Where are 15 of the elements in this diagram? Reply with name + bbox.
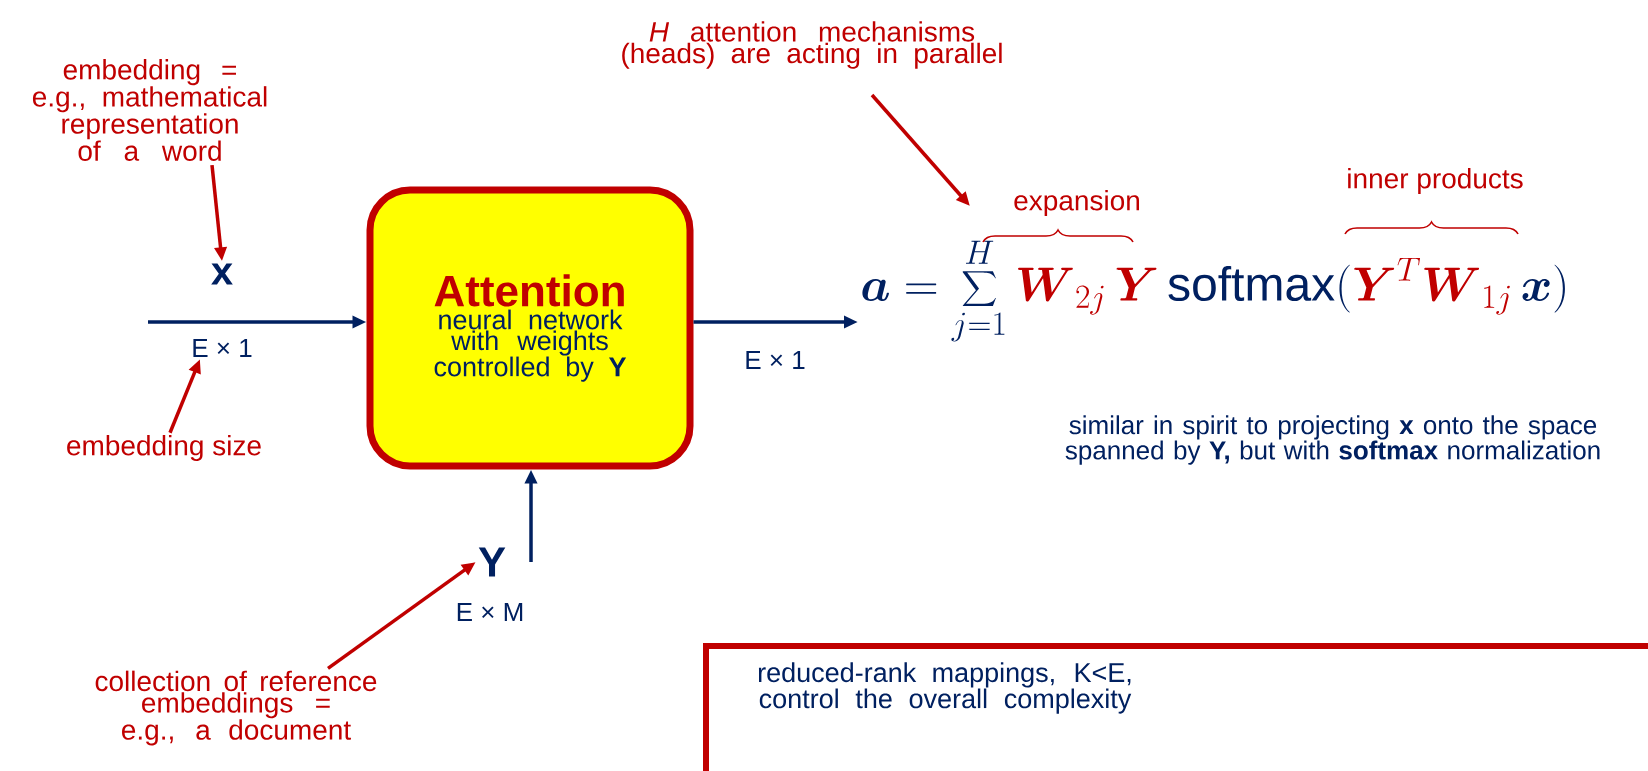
vector-symbol: x xyxy=(211,263,233,285)
matrix-symbol: Y xyxy=(478,547,506,577)
dimension-label: E × 1 xyxy=(193,339,252,357)
dimension-label: E × M xyxy=(457,603,523,621)
annotation-text: H attention mechanisms (heads) are acting in parallel xyxy=(622,21,1002,69)
annotation-text: embedding = e.g., mathematical representation of a word xyxy=(32,59,267,161)
edge-label: E × 1 xyxy=(746,351,805,369)
brace-label: expansion xyxy=(1014,189,1139,217)
formula: $\boldsymbol{a} = \sum_{j=1}^{H} {\color{accent}\boldsymbol{W}_{2j}\,\boldsymbol{Y}}\,\mathrm{softmax}({\color{accent}\boldsymbol{Y}^{T}\boldsymbol{W}_{1j}}\,\boldsymbol{x})$ xyxy=(862,240,1565,342)
brace-label: inner products xyxy=(1348,167,1523,195)
annotation-text: collection of reference embeddings = e.g., a document xyxy=(95,670,377,746)
annotation-text: embedding size xyxy=(67,434,261,462)
note-text: similar in spirit to projecting x onto the space spanned by Y, but with softmax normalization xyxy=(1065,415,1600,465)
attention-box: Attention neural network with weights controlled by Y xyxy=(366,186,694,470)
note-box: reduced-rank mappings, K<E, control the overall complexity xyxy=(703,643,1648,771)
